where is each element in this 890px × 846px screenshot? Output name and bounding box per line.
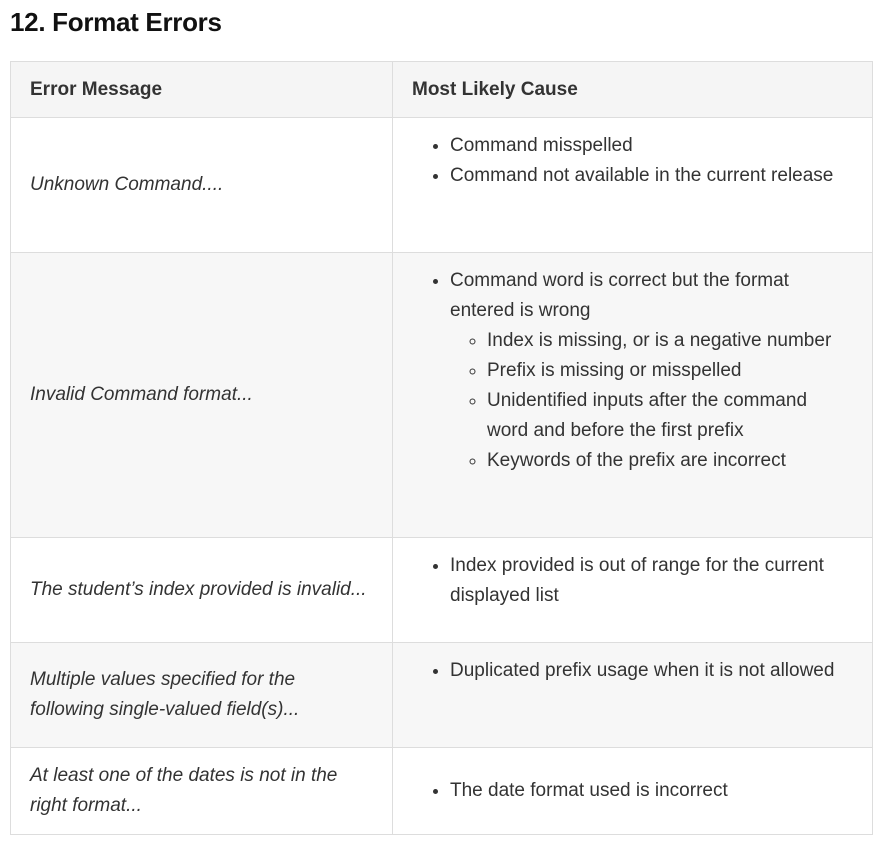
subcause-item: Index is missing, or is a negative numbe… xyxy=(487,326,853,356)
format-errors-table: Error Message Most Likely Cause Unknown … xyxy=(10,61,873,835)
cause-cell: Index provided is out of range for the c… xyxy=(392,537,873,643)
cause-list: Duplicated prefix usage when it is not a… xyxy=(412,656,853,686)
subcause-item: Keywords of the prefix are incorrect xyxy=(487,446,853,476)
page-title: 12. Format Errors xyxy=(10,7,222,37)
table-row: The student’s index provided is invalid.… xyxy=(10,537,873,643)
cause-list: Index provided is out of range for the c… xyxy=(412,551,853,611)
header-most-likely-cause: Most Likely Cause xyxy=(392,61,873,118)
cause-cell: The date format used is incorrect xyxy=(392,747,873,835)
cause-list: Command word is correct but the format e… xyxy=(412,266,853,476)
cause-cell: Duplicated prefix usage when it is not a… xyxy=(392,642,873,748)
error-message-cell: Unknown Command.... xyxy=(10,117,393,253)
error-message-cell: Multiple values specified for the follow… xyxy=(10,642,393,748)
cause-item: Duplicated prefix usage when it is not a… xyxy=(450,656,853,686)
cause-item: Command not available in the current rel… xyxy=(450,161,853,191)
cause-item: Command misspelled xyxy=(450,131,853,161)
table-row: Invalid Command format... Command word i… xyxy=(10,252,873,538)
cause-item-text: Command word is correct but the format e… xyxy=(450,270,789,321)
table-row: At least one of the dates is not in the … xyxy=(10,747,873,835)
error-message-cell: Invalid Command format... xyxy=(10,252,393,538)
table-row: Multiple values specified for the follow… xyxy=(10,642,873,748)
subcause-list: Index is missing, or is a negative numbe… xyxy=(450,326,853,476)
cause-cell: Command word is correct but the format e… xyxy=(392,252,873,538)
subcause-item: Unidentified inputs after the command wo… xyxy=(487,386,853,446)
cause-cell: Command misspelled Command not available… xyxy=(392,117,873,253)
cause-item: Index provided is out of range for the c… xyxy=(450,551,853,611)
cause-list: Command misspelled Command not available… xyxy=(412,131,853,191)
header-error-message: Error Message xyxy=(10,61,393,118)
cause-item: Command word is correct but the format e… xyxy=(450,266,853,476)
error-message-cell: At least one of the dates is not in the … xyxy=(10,747,393,835)
cause-item: The date format used is incorrect xyxy=(450,776,853,806)
error-message-cell: The student’s index provided is invalid.… xyxy=(10,537,393,643)
cause-list: The date format used is incorrect xyxy=(412,776,853,806)
table-header-row: Error Message Most Likely Cause xyxy=(10,61,873,118)
subcause-item: Prefix is missing or misspelled xyxy=(487,356,853,386)
table-row: Unknown Command.... Command misspelled C… xyxy=(10,117,873,253)
